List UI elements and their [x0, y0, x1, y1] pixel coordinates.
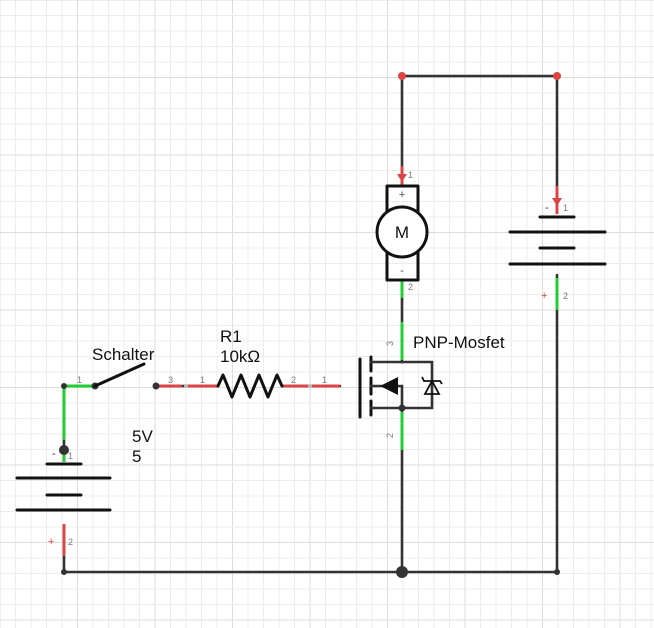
battery-5v-value-label: 5 [132, 447, 141, 466]
mosfet-gate-pin: 1 [322, 375, 327, 385]
switch-terminal-right [152, 382, 160, 390]
junction-left-corner[interactable] [61, 383, 67, 389]
junction-top-left[interactable] [398, 72, 406, 80]
junction-ground-main[interactable] [396, 566, 408, 578]
motor-minus-sign: - [400, 265, 404, 277]
battery-right-minus-sign: - [545, 202, 549, 214]
pin-leads [62, 166, 559, 556]
battery-5v-pin-top: 1 [68, 451, 73, 461]
resistor-value: 10kΩ [220, 347, 260, 366]
mosfet-diode-bar [421, 376, 443, 385]
resistor-component[interactable]: R1 10kΩ 1 2 1 [200, 327, 327, 399]
switch-component[interactable]: Schalter 1 3 [77, 345, 173, 390]
junction-top-right[interactable] [553, 72, 561, 80]
junction-resistor-right [308, 384, 312, 388]
motor-component[interactable]: M + - 1 2 [375, 170, 429, 292]
mosfet-diode-frame [400, 360, 434, 410]
resistor-name: R1 [220, 327, 242, 346]
junctions [61, 72, 561, 578]
junction-resistor-left [184, 384, 188, 388]
battery-right-pin-bottom: 2 [563, 291, 568, 301]
motor-symbol: M [395, 223, 409, 242]
motor-arrow [397, 174, 407, 182]
battery-right-component[interactable]: 1 2 - + [508, 198, 607, 302]
motor-pin-top: 1 [408, 170, 413, 180]
junction-ground-right[interactable] [554, 569, 560, 575]
wire-top-loop[interactable] [400, 74, 559, 188]
mosfet-label: PNP-Mosfet [413, 333, 505, 352]
battery-right-pin-top: 1 [563, 203, 568, 213]
resistor-pin-right: 2 [291, 375, 296, 385]
mosfet-component[interactable]: PNP-Mosfet 3 2 [358, 333, 505, 438]
switch-label: Schalter [92, 345, 155, 364]
switch-pin-right: 3 [168, 375, 173, 385]
battery-5v-component[interactable]: 5V 5 1 2 - + [15, 427, 153, 548]
mosfet-source-pin: 2 [385, 433, 395, 438]
mosfet-drain-pin: 3 [385, 341, 395, 346]
junction-ground-left[interactable] [61, 569, 67, 575]
motor-pin-bottom: 2 [408, 282, 413, 292]
resistor-zigzag [216, 373, 284, 399]
switch-pin-left: 1 [77, 375, 82, 385]
mosfet-source-node [398, 404, 406, 412]
battery-5v-top-node [59, 445, 69, 455]
battery-5v-voltage-label: 5V [132, 427, 153, 446]
battery-5v-pin-bottom: 2 [68, 537, 73, 547]
motor-plus-sign: + [399, 189, 405, 201]
battery-right-plus-sign: + [541, 290, 547, 302]
battery-5v-minus-sign: - [52, 448, 56, 460]
battery-5v-plus-sign: + [48, 536, 54, 548]
mosfet-arrow [380, 377, 398, 395]
battery-right-arrow [552, 198, 562, 206]
mosfet-diode-triangle [423, 379, 441, 395]
resistor-pin-left: 1 [200, 375, 205, 385]
motor-circle [375, 205, 429, 259]
switch-lever [93, 362, 146, 388]
wire-ground-bus[interactable] [62, 545, 559, 574]
